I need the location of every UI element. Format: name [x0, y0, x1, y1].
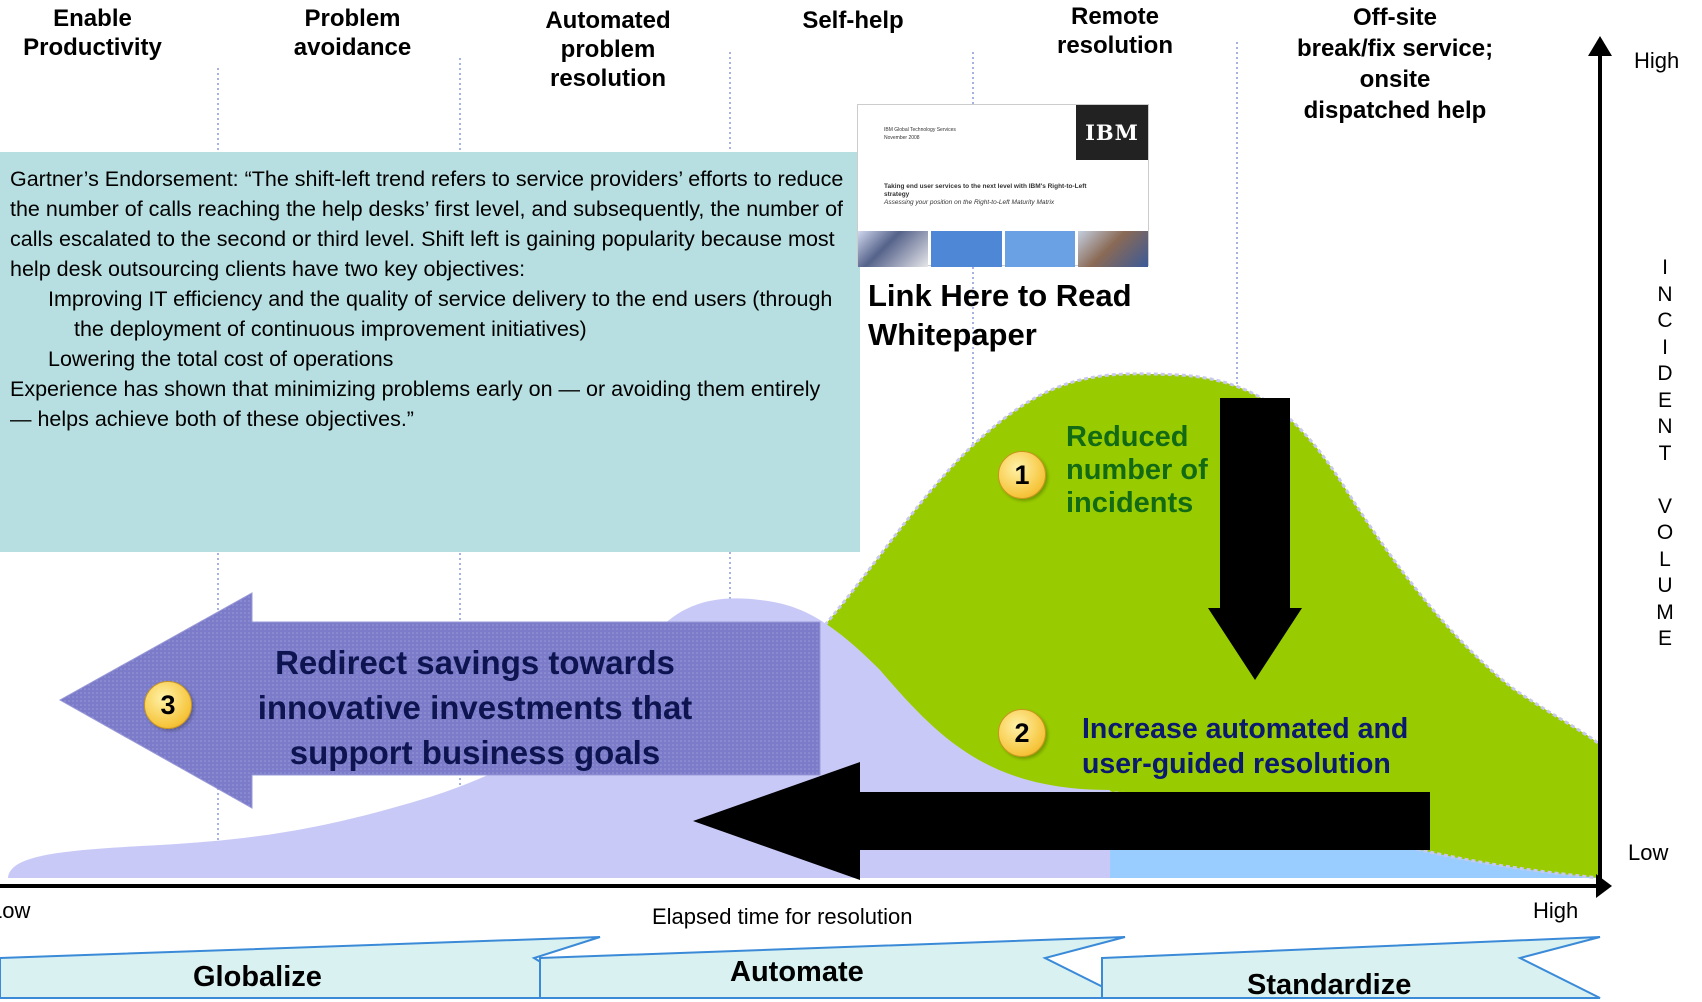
- whitepaper-thumbnail[interactable]: IBM Global Technology Services November …: [857, 104, 1149, 267]
- quote-intro: Gartner’s Endorsement: “The shift-left t…: [10, 167, 844, 281]
- whitepaper-photo-strip: [858, 231, 1148, 267]
- whitepaper-link[interactable]: Link Here to Read Whitepaper: [868, 278, 1132, 352]
- column-header-enable-productivity: Enable Productivity: [23, 5, 162, 61]
- y-axis-arrowhead: [1588, 36, 1612, 56]
- callout-badge-2: 2: [998, 709, 1046, 757]
- x-axis-arrowhead: [1596, 874, 1612, 898]
- ibm-logo: IBM: [1076, 105, 1148, 160]
- y-axis-high-label: High: [1634, 48, 1680, 73]
- callout-text-redirect-savings: Redirect savings towards innovative inve…: [257, 644, 693, 771]
- redirect-savings-arrow: [58, 592, 821, 809]
- quote-point-2: Lowering the total cost of operations: [48, 347, 394, 371]
- callout-text-automated-resolution: Increase automated and user-guided resol…: [1082, 713, 1409, 780]
- callout-badge-1: 1: [998, 451, 1046, 499]
- column-header-remote-resolution: Remote resolution: [1056, 3, 1173, 59]
- chevron-standardize: [1101, 936, 1601, 999]
- column-header-self-help: Self-help: [802, 7, 904, 34]
- photo-tile: [931, 231, 1002, 267]
- y-axis-title: I N C I D E N T V O L U M E: [1656, 256, 1674, 650]
- whitepaper-title: Taking end user services to the next lev…: [884, 183, 1087, 198]
- whitepaper-subtitle: Assessing your position on the Right-to-…: [884, 199, 1055, 206]
- photo-tile: [1077, 231, 1148, 267]
- photo-tile: [858, 231, 929, 267]
- chevrons: [0, 936, 1601, 999]
- chevron-label-standardize: Standardize: [1247, 969, 1412, 1001]
- whitepaper-org: IBM Global Technology Services: [884, 127, 956, 133]
- column-header-problem-avoidance: Problem avoidance: [293, 5, 412, 61]
- x-axis-title: Elapsed time for resolution: [652, 904, 913, 929]
- chevron-label-automate: Automate: [730, 956, 864, 988]
- callout-badge-3: 3: [144, 681, 192, 729]
- callout-text-reduced-incidents: Reduced number of incidents: [1066, 421, 1208, 519]
- whitepaper-cover-title: Taking end user services to the next lev…: [884, 183, 1104, 207]
- shift-left-arrow: [693, 762, 1430, 880]
- column-header-offsite-service: Off-site break/fix service; onsite dispa…: [1296, 4, 1494, 124]
- gartner-quote-box: Gartner’s Endorsement: “The shift-left t…: [0, 152, 860, 552]
- photo-tile: [1004, 231, 1075, 267]
- column-header-automated-resolution: Automated problem resolution: [545, 7, 671, 92]
- reduce-incidents-arrow: [1208, 398, 1302, 680]
- whitepaper-date: November 2008: [884, 135, 920, 141]
- chevron-label-globalize: Globalize: [193, 961, 322, 993]
- x-axis-low-label: Low: [0, 898, 31, 923]
- y-axis-low-label: Low: [1628, 840, 1669, 865]
- quote-closing: Experience has shown that minimizing pro…: [10, 377, 821, 431]
- chevron-automate: [539, 936, 1126, 999]
- quote-point-1: Improving IT efficiency and the quality …: [48, 287, 833, 341]
- x-axis-high-label: High: [1533, 898, 1579, 923]
